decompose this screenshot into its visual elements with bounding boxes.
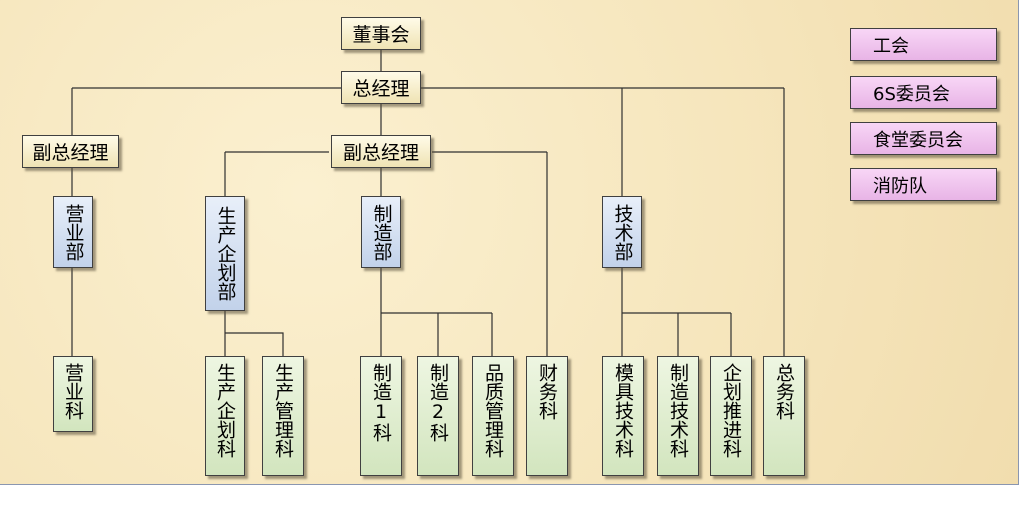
section-production-management: 生产管理科 [262,356,304,476]
section-manufacturing-1: 制造1科 [360,356,402,476]
committee-canteen: 食堂委员会 [850,122,997,155]
org-chart-canvas: 董事会 总经理 副总经理 副总经理 营业部 生产企划部 制造部 技术部 营业科 … [0,0,1019,485]
dept-manufacturing: 制造部 [361,196,401,268]
section-manufacturing-technology: 制造技术科 [657,356,699,476]
committee-labor-union: 工会 [850,28,997,61]
dept-production-planning: 生产企划部 [205,196,245,311]
section-planning-promotion: 企划推进科 [710,356,752,476]
section-sales: 营业科 [53,356,93,432]
board-of-directors: 董事会 [341,17,421,50]
section-production-planning: 生产企划科 [205,356,245,476]
vice-general-manager-left: 副总经理 [22,135,119,168]
section-general-affairs: 总务科 [763,356,805,476]
dept-sales: 营业部 [53,196,93,268]
dept-technology: 技术部 [602,196,642,268]
general-manager: 总经理 [341,71,421,104]
committee-6s: 6S委员会 [850,76,997,109]
connector-lines [71,50,785,356]
section-quality-management: 品质管理科 [472,356,514,476]
section-mold-technology: 模具技术科 [602,356,644,476]
section-manufacturing-2: 制造2科 [417,356,459,476]
section-finance: 财务科 [526,356,568,476]
vice-general-manager-center: 副总经理 [331,135,431,168]
fire-brigade: 消防队 [850,168,997,201]
